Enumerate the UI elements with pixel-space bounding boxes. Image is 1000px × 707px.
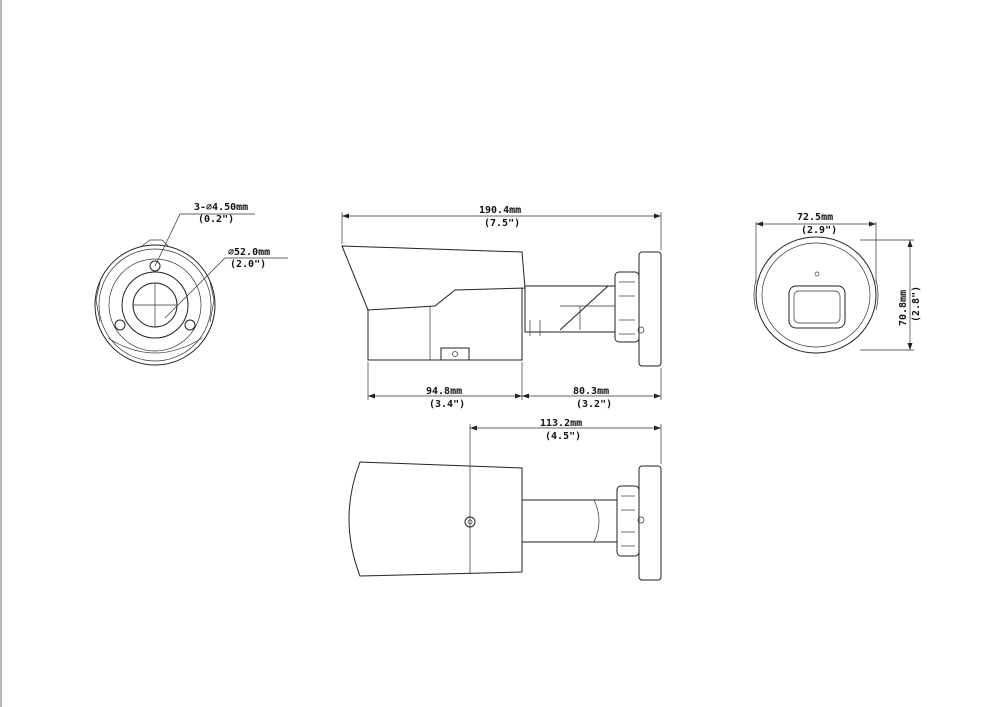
side-view (341, 245, 662, 367)
light-sensor (814, 271, 820, 277)
reset-screw (464, 516, 476, 528)
bracket-length-value: 80.3mm (573, 386, 609, 397)
body-length-value: 94.8mm (426, 386, 462, 397)
front-height-dimension (860, 239, 914, 351)
front-height-value: 70.8mm (898, 290, 909, 326)
bottom-view (348, 461, 662, 581)
lens-window (788, 285, 846, 329)
front-view (753, 236, 879, 354)
total-length-dimension (341, 212, 662, 250)
thread-dim-inch: (2.0") (230, 259, 266, 270)
hole-dim-inch: (0.2") (198, 214, 234, 225)
back-view (94, 239, 216, 366)
thread-leader (164, 257, 288, 319)
total-length-inch: (7.5") (484, 218, 520, 229)
thread-dim-value: ∅52.0mm (228, 247, 270, 258)
front-width-inch: (2.9") (801, 225, 837, 236)
total-length-value: 190.4mm (479, 205, 521, 216)
front-width-value: 72.5mm (797, 212, 833, 223)
front-height-inch: (2.8") (911, 286, 922, 322)
hole-leader (154, 213, 255, 267)
mount-length-inch: (4.5") (545, 431, 581, 442)
mount-length-value: 113.2mm (540, 418, 582, 429)
screw-hole-top (149, 260, 161, 272)
mount-length-dimension (469, 424, 662, 464)
hole-dim-value: 3-∅4.50mm (194, 202, 248, 213)
front-width-dimension (755, 221, 877, 282)
screw-hole-left (114, 319, 126, 331)
body-bracket-dimension (367, 362, 662, 400)
screw-hole-right (184, 319, 196, 331)
body-length-inch: (3.4") (429, 399, 465, 410)
bracket-length-inch: (3.2") (576, 399, 612, 410)
